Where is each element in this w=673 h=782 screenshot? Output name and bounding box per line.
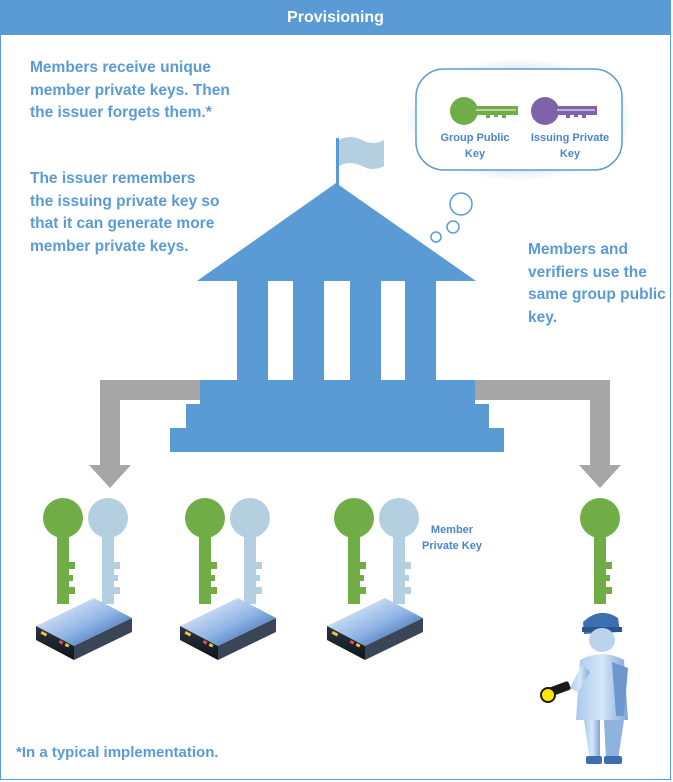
building-column	[405, 281, 436, 380]
flag-pole	[336, 138, 339, 186]
device-icon	[180, 598, 276, 660]
thought-dot-medium	[446, 220, 460, 234]
building-column	[237, 281, 268, 380]
issuing-private-key-label: Issuing Private Key	[530, 132, 610, 160]
member-3-keys	[334, 498, 419, 604]
leg-left	[584, 720, 600, 760]
arrow-to-members	[89, 380, 200, 488]
thought-dot-small	[430, 231, 442, 243]
device-icon	[327, 598, 423, 660]
page-title: Provisioning	[1, 1, 670, 35]
verifier-person-icon	[570, 612, 628, 764]
bank-building-icon	[170, 137, 504, 452]
arrow-to-verifier	[475, 380, 621, 488]
key-icon	[334, 498, 374, 604]
group-public-key-icon	[450, 97, 518, 125]
thought-dot-large	[449, 192, 473, 216]
member-private-key-label: Member Private Key	[422, 524, 482, 552]
note-issuer-remembers: The issuer remembers the issuing private…	[30, 170, 220, 255]
note-members-receive: Members receive unique member private ke…	[30, 59, 230, 121]
key-icon	[230, 498, 270, 604]
key-icon	[88, 498, 128, 604]
key-icon	[185, 498, 225, 604]
building-step-1	[200, 380, 475, 404]
thought-bubble	[405, 58, 633, 243]
note-members-verifiers: Members and verifiers use the same group…	[528, 241, 666, 326]
issuing-private-key-icon	[531, 97, 597, 125]
verifier-key-icon	[580, 498, 620, 604]
building-step-3	[170, 428, 504, 452]
building-step-2	[186, 404, 489, 428]
leg-right	[604, 720, 624, 760]
distribution-arrows	[89, 380, 621, 488]
member-2-keys	[185, 498, 270, 604]
footnote: *In a typical implementation.	[16, 744, 219, 761]
group-public-key-label: Group Public Key	[440, 132, 510, 160]
thought-bubble-body	[415, 68, 623, 171]
building-column	[293, 281, 324, 380]
device-icon	[36, 598, 132, 660]
flashlight-icon	[540, 681, 571, 703]
flag-icon	[339, 137, 384, 169]
building-column	[350, 281, 381, 380]
member-1-keys	[43, 498, 128, 604]
key-icon	[379, 498, 419, 604]
building-roof	[197, 183, 476, 281]
key-icon	[43, 498, 83, 604]
